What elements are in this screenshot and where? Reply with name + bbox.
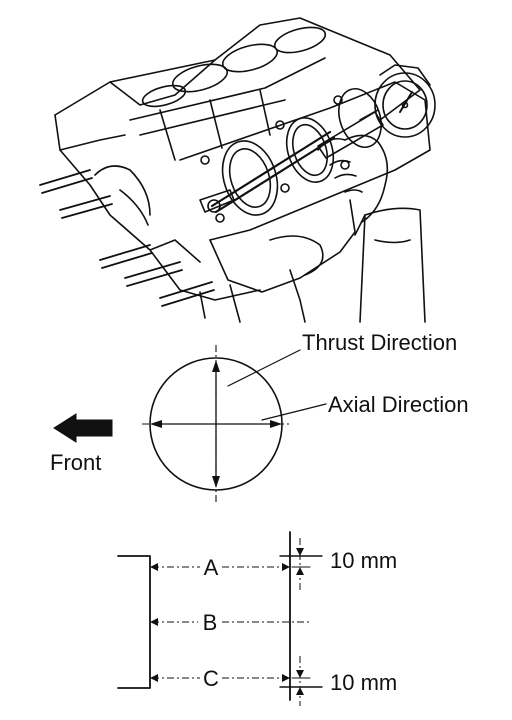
arrowhead-up-icon: [296, 567, 304, 575]
axial-direction-label: Axial Direction: [328, 392, 469, 417]
front-arrow-icon: [53, 413, 113, 443]
cylinder-wall-left: [117, 555, 151, 689]
engine-block-illustration: [39, 17, 436, 323]
thrust-direction-label: Thrust Direction: [302, 330, 457, 355]
bore-cross-section: [142, 345, 327, 504]
arrowhead-right-icon: [270, 420, 282, 428]
arrowhead-left-icon: [150, 674, 158, 682]
arrowhead-left-icon: [150, 618, 158, 626]
arrowhead-left-icon: [150, 420, 162, 428]
position-a-label: A: [204, 555, 219, 580]
arrowhead-down-icon: [296, 670, 304, 678]
arrowhead-up-icon: [296, 687, 304, 695]
bottom-offset-label: 10 mm: [330, 670, 397, 695]
axial-leader-line: [261, 403, 327, 421]
arrowhead-up-icon: [212, 360, 220, 372]
arrowhead-right-icon: [282, 674, 290, 682]
position-c-label: C: [203, 666, 219, 691]
top-offset-label: 10 mm: [330, 548, 397, 573]
arrowhead-down-icon: [212, 476, 220, 488]
arrowhead-down-icon: [296, 548, 304, 556]
thrust-leader-line: [227, 349, 301, 387]
arrowhead-left-icon: [150, 563, 158, 571]
position-b-label: B: [203, 610, 218, 635]
front-label: Front: [50, 450, 101, 475]
arrowhead-right-icon: [282, 563, 290, 571]
measurement-positions-diagram: [117, 531, 323, 706]
